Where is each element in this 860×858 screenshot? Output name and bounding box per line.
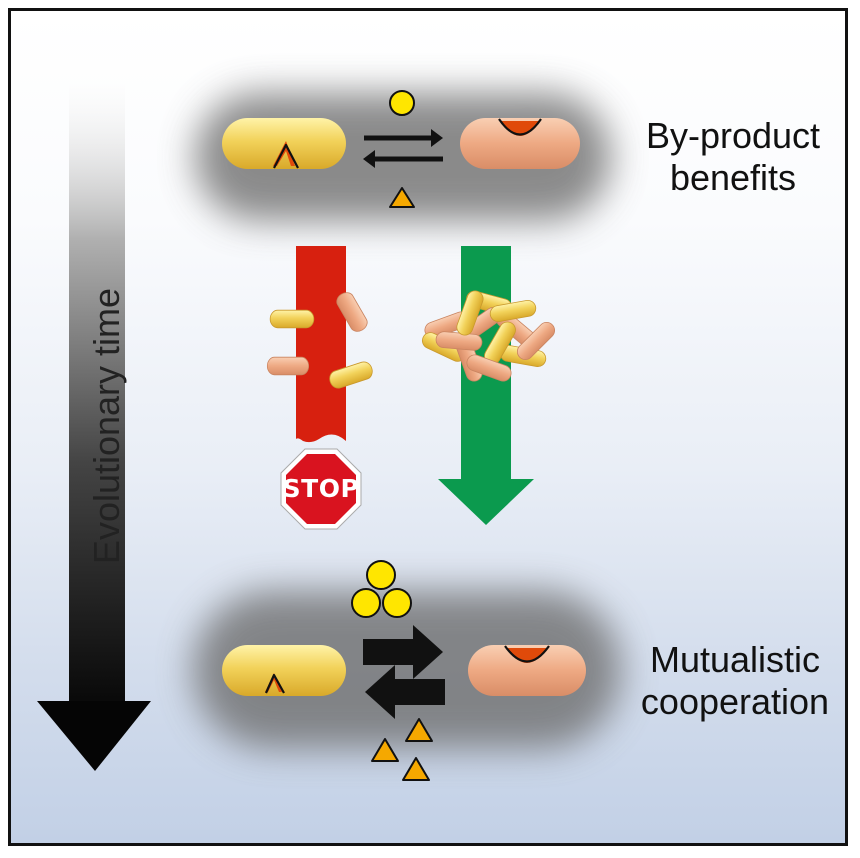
circle-molecule-cluster: [351, 560, 412, 618]
evolutionary-time-arrow: [37, 79, 151, 771]
figure-frame: STOP By-product benefits Mutualistic coo…: [8, 8, 848, 846]
yellow-cell-top: [222, 118, 346, 169]
yellow-cell-bottom: [222, 645, 346, 696]
red-arrow-stopped: [296, 246, 346, 443]
orange-triangle-molecule-icon: [389, 187, 415, 208]
stop-sign-icon: [280, 448, 362, 530]
label-line: Mutualistic: [649, 639, 821, 680]
green-arrow-continues: [438, 246, 534, 525]
label-line: benefits: [669, 157, 797, 198]
label-line: By-product: [645, 115, 821, 156]
bottom-exchange-arrows: [363, 625, 445, 719]
yellow-circle-molecule-icon: [389, 90, 415, 116]
bottom-shadow-panel: [193, 591, 621, 749]
orange-cell-bottom: [468, 645, 586, 696]
label-line: cooperation: [640, 681, 830, 722]
by-product-benefits-label: By-product benefits: [623, 115, 843, 199]
orange-cell-top: [460, 118, 580, 169]
evolutionary-time-label: Evolutionary time: [86, 287, 127, 565]
top-exchange-arrows: [363, 129, 443, 168]
mutualistic-cooperation-label: Mutualistic cooperation: [615, 639, 845, 723]
diagram-canvas: [37, 79, 621, 781]
triangle-molecule-cluster: [371, 718, 433, 781]
stop-sign-text: STOP: [282, 474, 360, 503]
